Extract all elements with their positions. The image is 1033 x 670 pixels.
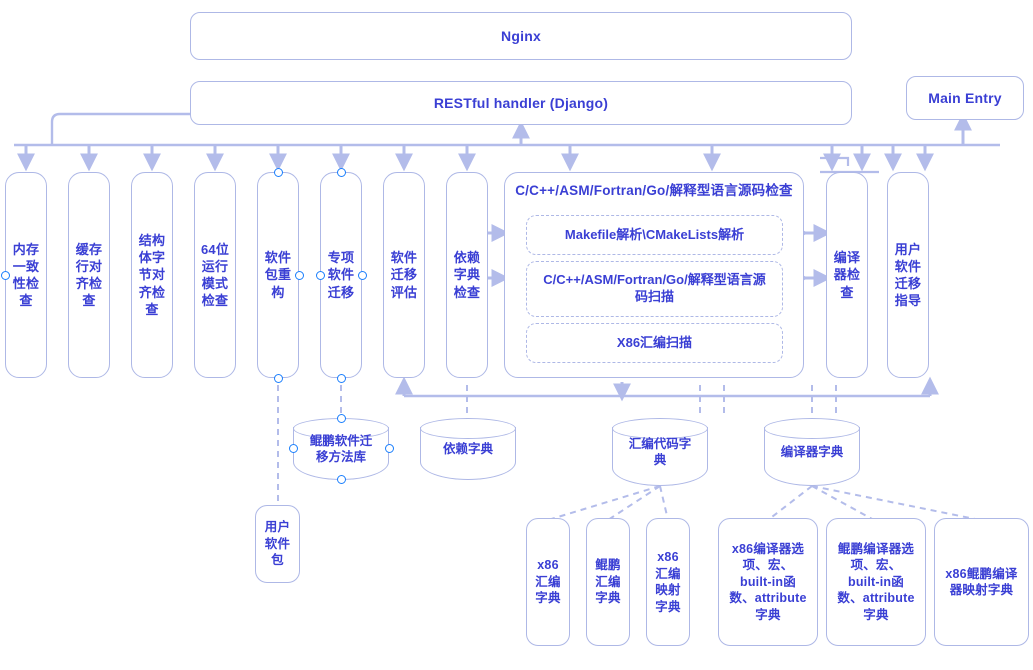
node-user-migration-guide-label: 用户 软件 迁移 指导 <box>894 241 922 309</box>
store-dependency-dict-label: 依赖字典 <box>442 441 493 456</box>
node-user-migration-guide[interactable]: 用户 软件 迁移 指导 <box>887 172 929 378</box>
sub-makefile-parse[interactable]: Makefile解析\CMakeLists解析 <box>526 215 783 255</box>
sub-source-scan-label: C/C++/ASM/Fortran/Go/解释型语言源 码扫描 <box>543 272 766 304</box>
node-kunpeng-compiler-option-dict-label: 鲲鹏编译器选 项、宏、 built-in函 数、attribute 字典 <box>837 541 915 622</box>
node-check-struct-align[interactable]: 结构 体字 节对 齐检 查 <box>131 172 173 378</box>
node-migration-assessment-label: 软件 迁移 评估 <box>390 250 418 300</box>
node-x86-kunpeng-compiler-map-dict[interactable]: x86鲲鹏编译 器映射字典 <box>934 518 1029 646</box>
port-special-migration-right <box>358 271 367 280</box>
node-main-entry-label: Main Entry <box>928 89 1002 106</box>
port-package-rebuild-right <box>295 271 304 280</box>
node-user-software-package[interactable]: 用户 软件 包 <box>255 505 300 583</box>
sub-x86-asm-scan-label: X86汇编扫描 <box>616 334 693 350</box>
sub-x86-asm-scan[interactable]: X86汇编扫描 <box>526 323 783 363</box>
node-check-cacheline[interactable]: 缓存 行对 齐检 查 <box>68 172 110 378</box>
node-compiler-check-label: 编译 器检 查 <box>833 250 861 300</box>
store-compiler-dict-label: 编译器字典 <box>780 444 844 459</box>
node-check-64bit-mode-label: 64位 运行 模式 检查 <box>200 241 230 309</box>
node-x86-compiler-option-dict-label: x86编译器选 项、宏、 built-in函 数、attribute 字典 <box>729 541 807 622</box>
node-dependency-dict-check-label: 依赖 字典 检查 <box>453 250 481 300</box>
port-package-rebuild-left <box>1 271 10 280</box>
port-special-migration-top <box>337 168 346 177</box>
node-dependency-dict-check[interactable]: 依赖 字典 检查 <box>446 172 488 378</box>
port-method-lib-top <box>337 414 346 423</box>
node-nginx[interactable]: Nginx <box>190 12 852 60</box>
store-compiler-dict[interactable]: 编译器字典 <box>764 418 860 486</box>
node-x86-asm-map-dict[interactable]: x86 汇编 映射 字典 <box>646 518 690 646</box>
node-x86-kunpeng-compiler-map-dict-label: x86鲲鹏编译 器映射字典 <box>945 566 1018 598</box>
node-check-mem-label: 内存 一致 性检 查 <box>12 241 40 309</box>
port-package-rebuild-bottom <box>274 374 283 383</box>
node-nginx-label: Nginx <box>501 27 541 44</box>
port-method-lib-right <box>385 444 394 453</box>
node-compiler-check[interactable]: 编译 器检 查 <box>826 172 868 378</box>
node-main-entry[interactable]: Main Entry <box>906 76 1024 120</box>
port-special-migration-bottom <box>337 374 346 383</box>
node-package-rebuild-label: 软件 包重 构 <box>264 250 292 300</box>
sub-makefile-parse-label: Makefile解析\CMakeLists解析 <box>564 226 745 242</box>
node-migration-assessment[interactable]: 软件 迁移 评估 <box>383 172 425 378</box>
store-asm-code-dict-top <box>612 418 708 439</box>
port-method-lib-bottom <box>337 475 346 484</box>
sub-source-scan[interactable]: C/C++/ASM/Fortran/Go/解释型语言源 码扫描 <box>526 261 783 317</box>
node-special-software-migration-label: 专项 软件 迁移 <box>327 250 355 300</box>
port-method-lib-left <box>289 444 298 453</box>
node-check-cacheline-label: 缓存 行对 齐检 查 <box>75 241 103 309</box>
store-kunpeng-method-lib-label: 鲲鹏软件迁 移方法库 <box>309 433 373 464</box>
port-special-migration-left <box>316 271 325 280</box>
node-check-struct-align-label: 结构 体字 节对 齐检 查 <box>138 233 166 317</box>
node-x86-compiler-option-dict[interactable]: x86编译器选 项、宏、 built-in函 数、attribute 字典 <box>718 518 818 646</box>
node-special-software-migration[interactable]: 专项 软件 迁移 <box>320 172 362 378</box>
store-dependency-dict[interactable]: 依赖字典 <box>420 418 516 480</box>
node-check-mem[interactable]: 内存 一致 性检 查 <box>5 172 47 378</box>
node-x86-asm-dict-label: x86 汇编 字典 <box>535 558 561 606</box>
store-dependency-dict-top <box>420 418 516 439</box>
node-restful-handler-label: RESTful handler (Django) <box>433 94 609 111</box>
node-kunpeng-asm-dict-label: 鲲鹏 汇编 字典 <box>595 558 621 606</box>
group-source-code-check-title: C/C++/ASM/Fortran/Go/解释型语言源码检查 <box>515 183 793 198</box>
store-compiler-dict-top <box>764 418 860 439</box>
node-check-64bit-mode[interactable]: 64位 运行 模式 检查 <box>194 172 236 378</box>
node-user-software-package-label: 用户 软件 包 <box>264 520 291 568</box>
node-restful-handler[interactable]: RESTful handler (Django) <box>190 81 852 125</box>
node-x86-asm-map-dict-label: x86 汇编 映射 字典 <box>655 550 681 614</box>
node-kunpeng-asm-dict[interactable]: 鲲鹏 汇编 字典 <box>586 518 630 646</box>
store-asm-code-dict-label: 汇编代码字 典 <box>628 436 692 467</box>
node-x86-asm-dict[interactable]: x86 汇编 字典 <box>526 518 570 646</box>
port-package-rebuild-top <box>274 168 283 177</box>
node-package-rebuild[interactable]: 软件 包重 构 <box>257 172 299 378</box>
node-kunpeng-compiler-option-dict[interactable]: 鲲鹏编译器选 项、宏、 built-in函 数、attribute 字典 <box>826 518 926 646</box>
store-asm-code-dict[interactable]: 汇编代码字 典 <box>612 418 708 486</box>
store-kunpeng-method-lib[interactable]: 鲲鹏软件迁 移方法库 <box>293 418 389 480</box>
